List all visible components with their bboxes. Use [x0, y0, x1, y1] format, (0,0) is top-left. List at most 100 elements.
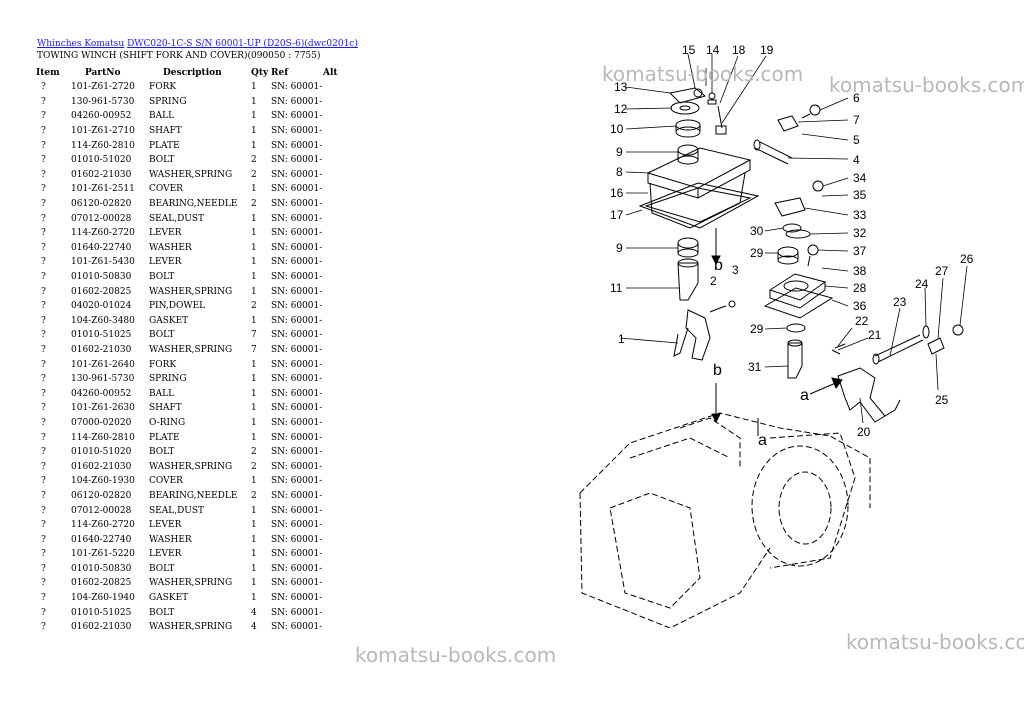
ref-cell: SN: 60001-: [271, 417, 323, 428]
bolt-34: [812, 180, 824, 192]
gasket-17: [638, 182, 760, 229]
alt-cell: [323, 255, 343, 270]
description-cell: BOLT: [149, 447, 175, 458]
partno-cell: 101-Z61-5220: [71, 549, 135, 560]
description-cell: SHAFT: [149, 126, 182, 137]
qty-cell: 2: [251, 490, 257, 501]
ref-cell: SN: 60001-: [271, 199, 323, 210]
item-cell: ?: [41, 447, 46, 458]
lever-33: [774, 197, 806, 217]
item-cell: ?: [41, 534, 46, 545]
item-cell: ?: [41, 272, 46, 283]
qty-cell: 1: [251, 111, 257, 122]
alt-cell: [323, 328, 343, 343]
breadcrumb-link-brand[interactable]: Whinches Komatsu: [37, 39, 125, 49]
plate-25: [927, 337, 945, 355]
qty-cell: 1: [251, 417, 257, 428]
ref-cell: SN: 60001-: [271, 272, 323, 283]
description-cell: SEAL,DUST: [149, 213, 205, 224]
alt-cell: [323, 620, 343, 635]
callout-label: 7: [853, 113, 860, 127]
parts-table: Item PartNo Description Qty Ref Alt ?101…: [36, 65, 343, 635]
alt-cell: [323, 95, 343, 110]
partno-cell: 101-Z61-2640: [71, 359, 135, 370]
description-cell: WASHER,SPRING: [149, 344, 233, 355]
alt-cell: [323, 401, 343, 416]
qty-cell: 1: [251, 476, 257, 487]
bearing-29: [777, 246, 799, 265]
ref-cell: SN: 60001-: [271, 490, 323, 501]
bolt-37: [807, 244, 819, 267]
partno-cell: 130-961-5730: [71, 374, 135, 385]
description-cell: LEVER: [149, 257, 182, 268]
bolt-26: [952, 324, 964, 336]
item-cell: ?: [41, 578, 46, 589]
callout-label: 33: [853, 208, 867, 222]
description-cell: PLATE: [149, 432, 180, 443]
callout-label: 36: [853, 299, 867, 313]
partno-cell: 01602-21030: [71, 344, 132, 355]
breadcrumb-link-model[interactable]: DWC020-1C-S S/N 60001-UP (D20S-6)(dwc020…: [127, 39, 358, 49]
item-cell: ?: [41, 330, 46, 341]
description-cell: SPRING: [149, 96, 187, 107]
qty-cell: 1: [251, 578, 257, 589]
spring-22: [831, 343, 846, 355]
partno-cell: 01602-20825: [71, 578, 132, 589]
description-cell: GASKET: [149, 593, 189, 604]
partno-cell: 06120-02820: [71, 490, 132, 501]
description-cell: BALL: [149, 111, 175, 122]
ref-cell: SN: 60001-: [271, 432, 323, 443]
item-cell: ?: [41, 461, 46, 472]
item-cell: ?: [41, 417, 46, 428]
partno-cell: 04020-01024: [71, 301, 132, 312]
ref-cell: SN: 60001-: [271, 126, 323, 137]
partno-cell: 04260-00952: [71, 388, 132, 399]
qty-cell: 1: [251, 82, 257, 93]
description-cell: WASHER: [149, 534, 192, 545]
callout-letter: b: [713, 362, 722, 379]
spring-ball-2-3: [709, 300, 736, 313]
qty-cell: 1: [251, 213, 257, 224]
description-cell: BOLT: [149, 563, 175, 574]
item-cell: ?: [41, 344, 46, 355]
plate-7: [777, 115, 799, 132]
seal-9: [677, 144, 699, 165]
callout-label: 10: [610, 122, 624, 136]
column-header-item: Item: [36, 67, 60, 78]
item-cell: ?: [41, 286, 46, 297]
column-header-description: Description: [163, 67, 222, 78]
description-cell: WASHER,SPRING: [149, 578, 233, 589]
partno-cell: 01010-50830: [71, 563, 132, 574]
ref-cell: SN: 60001-: [271, 534, 323, 545]
callout-label: 32: [853, 226, 867, 240]
description-cell: BALL: [149, 388, 175, 399]
description-cell: SPRING: [149, 374, 187, 385]
shaft-23: [872, 334, 924, 365]
description-cell: LEVER: [149, 549, 182, 560]
column-header-ref: Ref: [271, 67, 289, 78]
callout-label: 14: [706, 43, 720, 57]
item-cell: ?: [41, 374, 46, 385]
ref-cell: SN: 60001-: [271, 286, 323, 297]
qty-cell: 1: [251, 593, 257, 604]
item-cell: ?: [41, 505, 46, 516]
partno-cell: 104-Z60-3480: [71, 315, 135, 326]
partno-cell: 01010-51020: [71, 155, 132, 166]
item-cell: ?: [41, 82, 46, 93]
qty-cell: 2: [251, 301, 257, 312]
item-cell: ?: [41, 359, 46, 370]
callout-label: 4: [853, 153, 860, 167]
